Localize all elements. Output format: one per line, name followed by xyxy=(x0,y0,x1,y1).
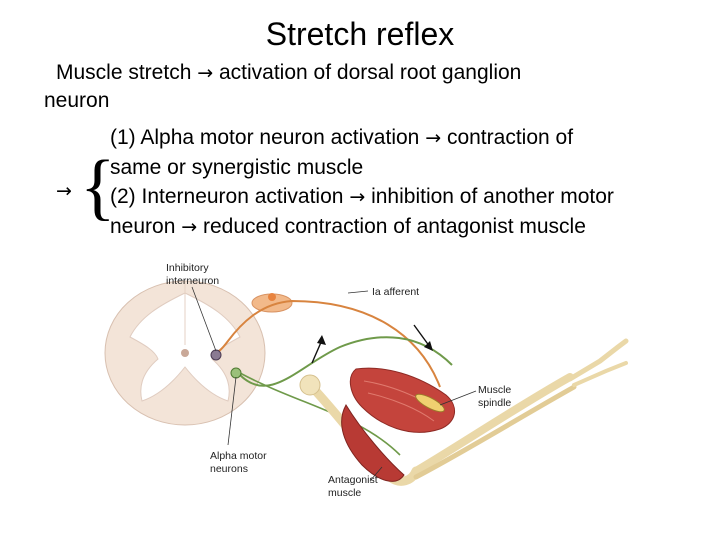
statement-text: Muscle stretch xyxy=(56,61,192,84)
label-alpha-motor-neurons: Alpha motor xyxy=(210,450,267,462)
curly-brace-icon: { xyxy=(80,146,116,228)
biceps-muscle xyxy=(349,367,455,433)
item-text: same or synergistic muscle xyxy=(110,156,364,179)
item-text: neuron xyxy=(110,215,176,238)
item-text: reduced contraction of antagonist muscle xyxy=(203,215,586,238)
label-alpha-motor-neurons: neurons xyxy=(210,463,248,475)
alpha-motor-fiber xyxy=(239,336,453,387)
outcome-list: (1) Alpha motor neuron activation → cont… xyxy=(110,123,710,242)
item-text: inhibition of another motor xyxy=(371,185,614,208)
spinal-cord xyxy=(104,280,266,426)
dorsal-root-ganglion xyxy=(251,293,293,313)
arrow-right-icon: → xyxy=(181,216,198,238)
antagonist-muscle xyxy=(341,404,405,482)
list-item: same or synergistic muscle xyxy=(110,153,710,182)
item-text: contraction of xyxy=(446,126,574,149)
slide-title: Stretch reflex xyxy=(265,16,455,52)
direction-arrow-icon xyxy=(413,324,433,351)
list-item: neuron → reduced contraction of antagoni… xyxy=(110,212,710,242)
label-muscle-spindle: spindle xyxy=(478,397,511,409)
arrow-right-icon: → xyxy=(349,186,366,208)
arrow-right-icon: → xyxy=(197,62,214,84)
label-muscle-spindle: Muscle xyxy=(478,384,511,396)
synapse-marker xyxy=(230,367,242,379)
item-text: (1) Alpha motor neuron activation xyxy=(110,126,420,149)
arrow-right-icon: → xyxy=(56,180,72,202)
synapse-marker xyxy=(210,349,222,361)
label-antagonist-muscle: muscle xyxy=(328,487,361,499)
muscle-spindle xyxy=(415,393,445,413)
statement-continuation: neuron xyxy=(44,89,110,112)
statement-text: activation of dorsal root ganglion xyxy=(218,61,522,84)
arrow-right-icon: → xyxy=(425,127,442,149)
ia-afferent-fiber xyxy=(211,299,441,388)
label-ia-afferent: Ia afferent xyxy=(372,286,419,298)
label-antagonist-muscle: Antagonist xyxy=(328,474,378,486)
list-item: (1) Alpha motor neuron activation → cont… xyxy=(110,123,710,153)
list-item: (2) Interneuron activation → inhibition … xyxy=(110,182,710,212)
stretch-reflex-illustration: Inhibitory interneuron Ia afferent Muscl… xyxy=(104,262,629,499)
item-text: (2) Interneuron activation xyxy=(110,185,344,208)
label-inhibitory-interneuron: Inhibitory xyxy=(166,262,209,274)
statement-line: Muscle stretch → activation of dorsal ro… xyxy=(56,59,676,87)
direction-arrow-icon xyxy=(311,335,326,364)
label-inhibitory-interneuron: interneuron xyxy=(166,275,219,287)
